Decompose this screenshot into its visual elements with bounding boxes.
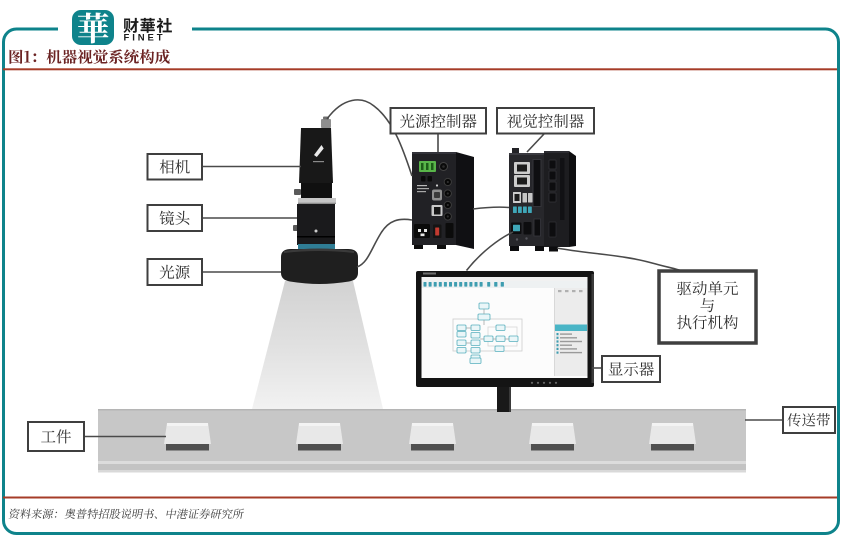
svg-text:FINET: FINET (124, 33, 166, 44)
